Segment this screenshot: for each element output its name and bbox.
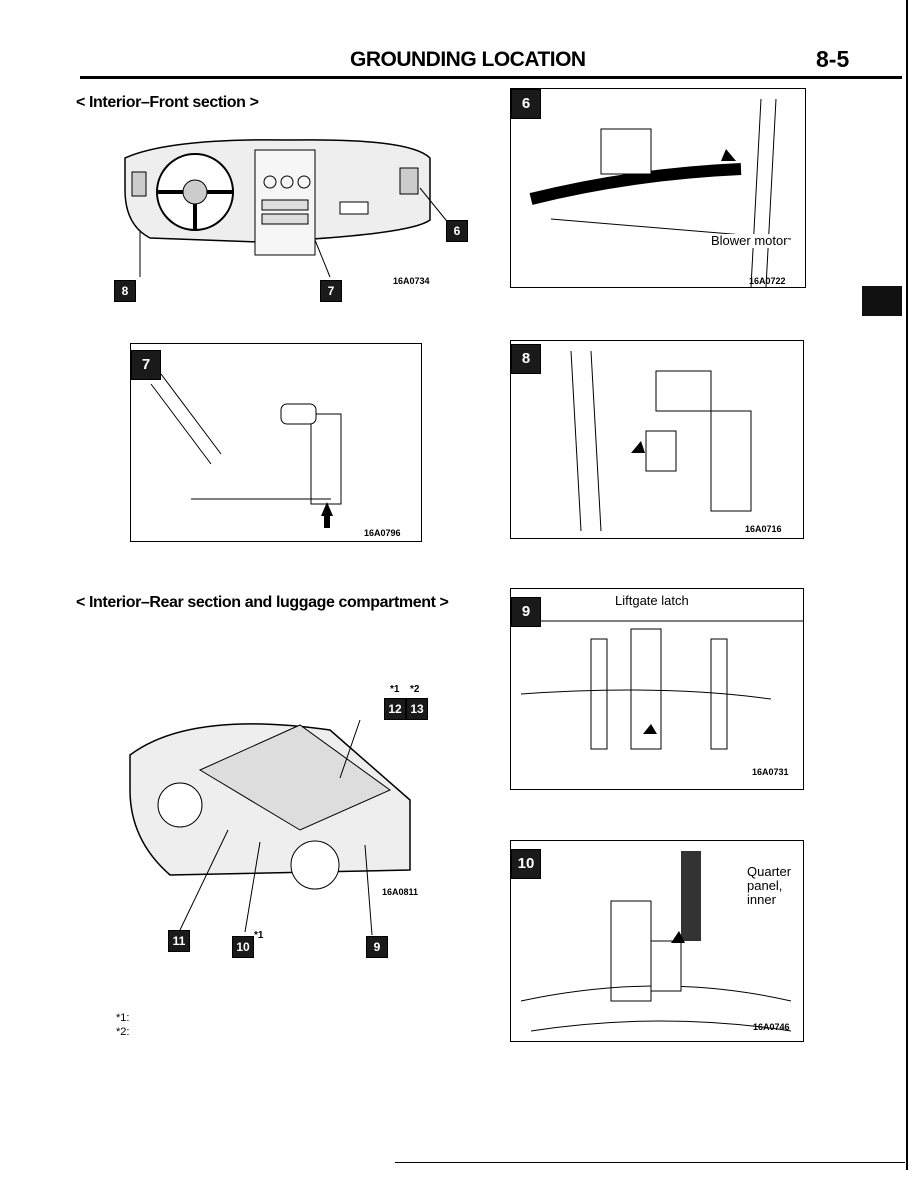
- figure-9-number: 9: [511, 597, 541, 627]
- footer-rule: [395, 1162, 905, 1163]
- dash-marker-8: 8: [114, 280, 136, 302]
- car-illustration: 11 10 *1 9 12 13 *1 *2 16A0811: [110, 680, 430, 960]
- figure-9-code: 16A0731: [752, 767, 789, 777]
- quarter-panel-label-line-2: panel,: [747, 878, 783, 893]
- footnote-1: *1:: [116, 1012, 130, 1024]
- dash-figure-code: 16A0734: [393, 276, 430, 286]
- car-marker-9: 9: [366, 936, 388, 958]
- figure-6-panel: 6 Blower motor 16A0722: [510, 88, 806, 288]
- figure-6-code: 16A0722: [749, 276, 786, 286]
- dashboard-illustration: 8 7 6 16A0734: [110, 130, 470, 302]
- car-marker-13: 13: [406, 698, 428, 720]
- car-figure-code: 16A0811: [382, 887, 419, 897]
- front-section-heading: < Interior–Front section >: [76, 94, 259, 111]
- liftgate-latch-label: Liftgate latch: [615, 593, 689, 608]
- footnote-2: *2:: [116, 1026, 130, 1038]
- page-title: GROUNDING LOCATION: [350, 48, 586, 71]
- car-star-2-label: *2: [410, 684, 420, 695]
- blower-motor-label: Blower motor: [711, 233, 788, 248]
- car-marker-12: 12: [384, 698, 406, 720]
- figure-7-code: 16A0796: [364, 528, 401, 538]
- figure-7-panel: 7 16A0796: [130, 343, 422, 542]
- figure-10-code: 16A0746: [753, 1022, 790, 1032]
- dash-marker-7: 7: [320, 280, 342, 302]
- car-star-1-note: *1: [254, 930, 264, 941]
- figure-8-panel: 8 16A0716: [510, 340, 804, 539]
- quarter-panel-label-line-3: inner: [747, 892, 776, 907]
- header-rule: [80, 76, 902, 79]
- figure-10-panel: 10 Quarter panel, inner 16A0746: [510, 840, 804, 1042]
- page-number: 8-5: [816, 46, 850, 72]
- car-star-1-label: *1: [390, 684, 400, 695]
- figure-9-panel: 9 Liftgate latch 16A0731: [510, 588, 804, 790]
- rear-section-heading: < Interior–Rear section and luggage comp…: [76, 594, 449, 611]
- figure-10-number: 10: [511, 849, 541, 879]
- section-tab: [862, 286, 902, 316]
- quarter-panel-inner-label: Quarter panel, inner: [747, 865, 797, 907]
- figure-8-number: 8: [511, 344, 541, 374]
- page-edge-rule: [906, 0, 908, 1170]
- figure-8-code: 16A0716: [745, 524, 782, 534]
- dash-marker-6: 6: [446, 220, 468, 242]
- figure-7-number: 7: [131, 350, 161, 380]
- car-marker-11: 11: [168, 930, 190, 952]
- quarter-panel-label-line-1: Quarter: [747, 864, 792, 879]
- car-marker-10: 10: [232, 936, 254, 958]
- figure-6-number: 6: [511, 89, 541, 119]
